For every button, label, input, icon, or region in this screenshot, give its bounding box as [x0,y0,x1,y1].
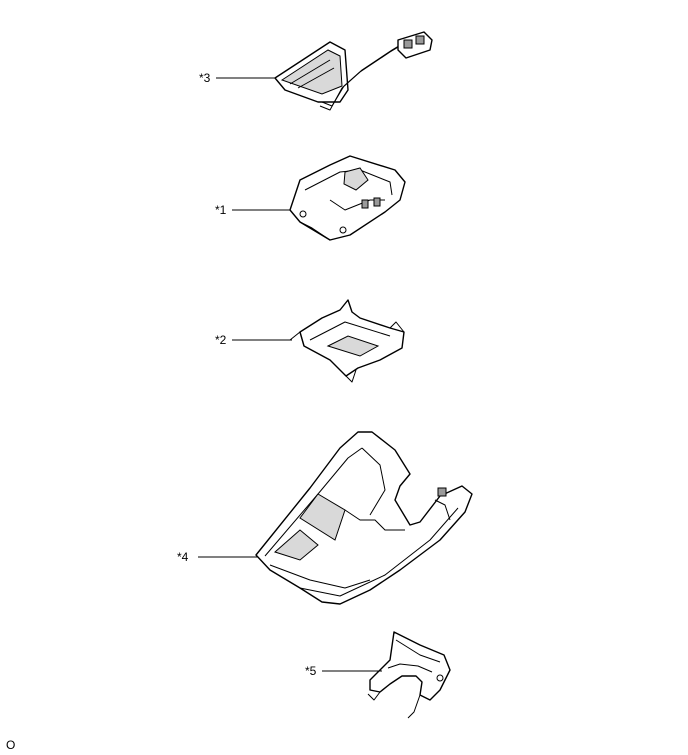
part-3-sensor-with-harness [274,31,433,111]
part-5-small-clip [367,631,451,719]
callout-3: *3 [199,71,211,85]
part-1-bracket [289,155,406,241]
callout-2: *2 [215,333,227,347]
callout-1: *1 [215,203,227,217]
callout-4: *4 [177,550,189,564]
callout-5: *5 [305,664,317,678]
part-2-holder [289,299,405,383]
figure-code: O [6,738,16,752]
part-4-lower-cover [255,431,473,605]
